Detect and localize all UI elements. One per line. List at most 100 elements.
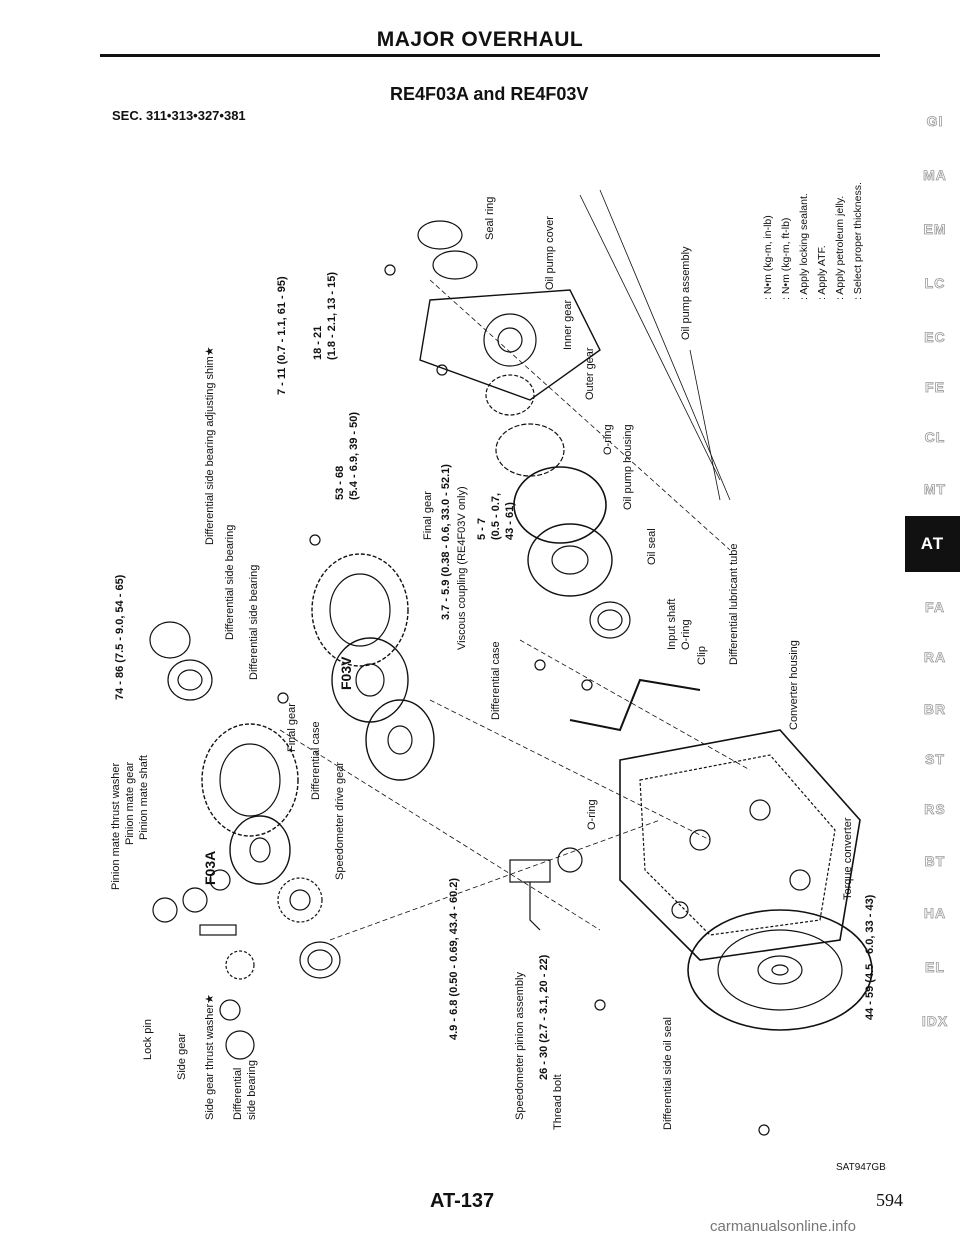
tab-lc[interactable]: LC [924, 275, 946, 292]
differential-side-bearing-shape [149, 621, 341, 979]
speedometer-drive-gear-shape [277, 877, 323, 923]
label-torque-53-a: 53 - 68 [334, 465, 346, 500]
label-differential-side-bearing: Differential side bearing [224, 524, 236, 640]
label-differential-side-bearing-2: Differential side bearing [248, 564, 260, 680]
label-f03a: F03A [202, 850, 218, 885]
oil-seal-shape [589, 601, 631, 639]
label-torque-18-a: 18 - 21 [312, 325, 324, 360]
page-subtitle: RE4F03A and RE4F03V [390, 84, 589, 104]
label-pinion-mate-gear: Pinion mate gear [124, 761, 136, 845]
tab-st[interactable]: ST [925, 751, 945, 768]
label-diff-side-oil-seal: Differential side oil seal [662, 1017, 674, 1130]
label-differential-lubricant-tube: Differential lubricant tube [728, 543, 740, 665]
inner-gear-shape [485, 374, 535, 416]
oil-pump-cover-shape [419, 289, 601, 401]
label-input-shaft: Input shaft [666, 598, 678, 650]
section-label: SEC. 311•313•327•381 [112, 108, 246, 123]
tab-fe[interactable]: FE [925, 379, 945, 396]
label-differential-case: Differential case [310, 721, 322, 800]
lubricant-tube-shape [569, 678, 701, 732]
tab-ec[interactable]: EC [924, 329, 946, 346]
figure-code: SAT947GB [836, 1162, 886, 1173]
label-oil-seal: Oil seal [646, 528, 658, 565]
watermark: carmanualsonline.info [710, 1218, 856, 1235]
label-side-gear: Side gear [176, 1032, 188, 1080]
legend-item-select-thickness: : Select proper thickness. [852, 182, 864, 300]
label-clip: Clip [696, 646, 708, 665]
label-oil-pump-cover: Oil pump cover [544, 216, 556, 290]
label-torque-49: 4.9 - 6.8 (0.50 - 0.69, 43.4 - 60.2) [448, 877, 460, 1040]
label-o-ring-c: O-ring [680, 619, 692, 650]
tab-bt[interactable]: BT [924, 853, 946, 870]
legend-item-apply-atf: : Apply ATF. [816, 245, 828, 300]
label-pinion-mate-shaft: Pinion mate shaft [138, 755, 150, 840]
label-torque-74: 74 - 86 (7.5 - 9.0, 54 - 65) [114, 574, 126, 700]
tab-idx[interactable]: IDX [921, 1013, 949, 1030]
legend-item-nm-in-lb: : N•m (kg-m, in-lb) [762, 215, 774, 300]
f03v-final-gear-shape [311, 553, 409, 667]
exploded-view-diagram [149, 189, 873, 1136]
label-speedometer-pinion-assembly: Speedometer pinion assembly [514, 972, 526, 1120]
bolt-shapes [277, 264, 770, 1136]
label-torque-7: 7 - 11 (0.7 - 1.1, 61 - 95) [276, 276, 288, 395]
label-lock-pin: Lock pin [142, 1019, 154, 1060]
f03a-differential-case-shape [229, 815, 291, 885]
f03a-final-gear-shape [201, 723, 299, 837]
label-seal-ring: Seal ring [484, 196, 496, 240]
label-o-ring-b: O-ring [602, 424, 614, 455]
tab-gi[interactable]: GI [926, 113, 944, 130]
label-diff-side-bearing-line1: Differential [232, 1067, 244, 1120]
label-final-gear: Final gear [286, 703, 298, 752]
label-diff-side-bearing-line2: side bearing [246, 1060, 258, 1120]
exploded-view-figure: Pinion mate thrust washer Pinion mate ge… [100, 120, 900, 1160]
label-differential-case-2: Differential case [490, 641, 502, 720]
label-torque-5-b: (0.5 - 0.7, [490, 492, 502, 540]
pinion-parts-shape [152, 869, 255, 1060]
label-final-gear-2: Final gear [422, 491, 434, 540]
label-viscous-coupling: Viscous coupling (RE4F03V only) [456, 486, 468, 650]
label-oil-pump-assembly: Oil pump assembly [680, 246, 692, 340]
outer-gear-shape [495, 423, 565, 477]
label-side-gear-thrust-washer: Side gear thrust washer★ [204, 993, 216, 1120]
header-title: MAJOR OVERHAUL [376, 28, 584, 51]
label-outer-gear: Outer gear [584, 347, 596, 400]
label-torque-53-b: (5.4 - 6.9, 39 - 50) [348, 411, 360, 500]
tab-ma[interactable]: MA [923, 167, 947, 184]
label-torque-5-a: 5 - 7 [476, 517, 488, 540]
seal-rings-shape [417, 220, 478, 280]
tab-em[interactable]: EM [923, 221, 947, 238]
legend-item-nm-ft-lb: : N•m (kg-m, ft-lb) [780, 217, 792, 300]
tab-cl[interactable]: CL [924, 429, 946, 446]
label-converter-housing: Converter housing [788, 640, 800, 730]
label-inner-gear: Inner gear [562, 299, 574, 350]
torque-converter-shape [687, 909, 873, 1031]
tab-rs[interactable]: RS [924, 801, 946, 818]
oil-pump-o-ring-shape [513, 466, 607, 544]
tab-ha[interactable]: HA [923, 905, 947, 922]
page-code: AT-137 [430, 1190, 495, 1212]
label-o-ring-a: O-ring [586, 799, 598, 830]
label-torque-converter: Torque converter [842, 817, 854, 900]
tab-el[interactable]: EL [925, 959, 945, 976]
label-torque-26: 26 - 30 (2.7 - 3.1, 20 - 22) [538, 954, 550, 1080]
speedometer-pinion-shape [509, 847, 583, 931]
label-diff-side-bearing-adjusting-shim: Differential side bearing adjusting shim… [204, 346, 216, 545]
label-torque-37: 3.7 - 5.9 (0.38 - 0.6, 33.0 - 52.1) [440, 464, 452, 620]
header-rule [100, 54, 880, 57]
oil-pump-housing-shape [527, 523, 613, 597]
tab-fa[interactable]: FA [925, 599, 945, 616]
label-pinion-mate-thrust-washer: Pinion mate thrust washer [110, 762, 122, 890]
legend-item-petroleum-jelly: : Apply petroleum jelly. [834, 195, 846, 300]
label-torque-44: 44 - 59 (4.5 - 6.0, 33 - 43) [864, 894, 876, 1020]
tab-at[interactable]: AT [905, 516, 960, 572]
f03v-differential-case-shape [365, 699, 435, 781]
label-thread-bolt: Thread bolt [552, 1074, 564, 1130]
label-torque-18-b: (1.8 - 2.1, 13 - 15) [326, 271, 338, 360]
legend-item-locking-sealant: : Apply locking sealant. [798, 193, 810, 300]
tab-mt[interactable]: MT [923, 481, 947, 498]
tab-ra[interactable]: RA [923, 649, 947, 666]
page-number: 594 [876, 1190, 903, 1210]
tab-br[interactable]: BR [923, 701, 947, 718]
converter-housing-shape [619, 729, 861, 961]
label-torque-5-c: 43 - 61) [504, 502, 516, 540]
